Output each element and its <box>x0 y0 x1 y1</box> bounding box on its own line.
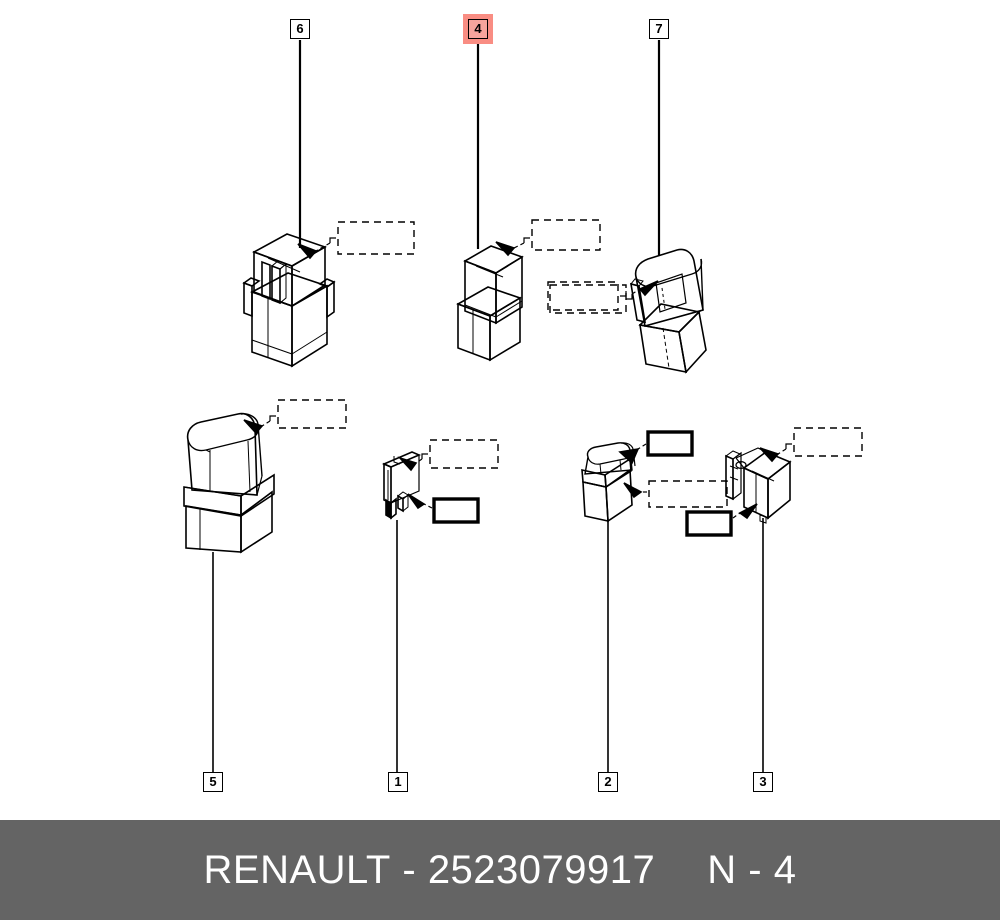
callout-box-dashed <box>277 399 347 429</box>
callout-box-dashed <box>793 427 863 457</box>
callout-arrowhead <box>618 447 640 465</box>
callout-elbow <box>421 453 428 459</box>
callout-arrowhead <box>297 243 318 260</box>
leader-lines <box>298 40 661 256</box>
callout-arrowhead <box>623 482 643 499</box>
part-2-callout-lower <box>623 480 728 508</box>
part-1-callout-lower <box>407 493 480 524</box>
callout-box-solid <box>685 510 733 537</box>
ref-label-6[interactable]: 6 <box>290 19 310 39</box>
callout-arrowhead <box>738 503 758 520</box>
footer-brand: RENAULT <box>203 847 391 892</box>
callout-box-dashed <box>648 480 728 508</box>
callout-elbow <box>626 294 633 300</box>
ref-label-3[interactable]: 3 <box>753 772 773 792</box>
part-3-callout-upper <box>759 427 863 463</box>
part-4-callout-upper <box>495 219 601 257</box>
callout-elbow <box>620 291 627 297</box>
callout-box-solid <box>432 497 480 524</box>
part-3-callout-lower <box>685 503 758 537</box>
part-1-callout-upper <box>397 439 499 472</box>
part-2-callout-upper <box>618 430 694 465</box>
ref-label-1[interactable]: 1 <box>388 772 408 792</box>
part-5-relay-large-rounded <box>183 412 275 554</box>
ref-label-5[interactable]: 5 <box>203 772 223 792</box>
callout-arrowhead <box>397 456 418 472</box>
callout-box-dashed <box>547 281 619 311</box>
part-6-callout <box>297 221 415 260</box>
ref-label-4[interactable]: 4 <box>468 19 488 39</box>
callout-box-dashed <box>337 221 415 255</box>
footer-caption: RENAULT - 2523079917 N - 4 <box>204 848 797 893</box>
callout-arrowhead <box>638 280 659 297</box>
ref-label-2[interactable]: 2 <box>598 772 618 792</box>
callout-arrowhead <box>243 419 264 435</box>
part-3-relay-bracket-mount <box>724 447 792 524</box>
callout-elbow <box>329 237 336 243</box>
part-4-relay-tall-block <box>456 245 524 362</box>
ref-label-7[interactable]: 7 <box>649 19 669 39</box>
part-1-blade-fuse <box>381 451 422 520</box>
callout-arrowhead <box>759 447 780 463</box>
callout-elbow <box>785 443 792 449</box>
callout-box-dashed <box>531 219 601 251</box>
part-7-callout <box>549 280 659 314</box>
callout-box-solid <box>646 430 694 457</box>
callout-elbow <box>523 237 530 243</box>
footer-page-ref: N - 4 <box>707 847 797 892</box>
part-6-relay-square-flanged <box>242 233 336 368</box>
part-4-callout-lower <box>547 281 627 311</box>
parts-line-art <box>183 40 863 772</box>
callout-elbow <box>269 415 276 421</box>
part-7-relay-rounded-tilted <box>630 248 707 374</box>
callout-arrowhead <box>407 493 426 510</box>
footer-part-number: 2523079917 <box>427 847 656 892</box>
callout-box-dashed <box>429 439 499 469</box>
part-5-callout <box>243 399 347 435</box>
footer-separator: - <box>390 847 428 892</box>
callout-arrowhead <box>495 241 516 257</box>
leader-lines-lower <box>212 518 764 772</box>
footer-bar: RENAULT - 2523079917 N - 4 <box>0 820 1000 920</box>
